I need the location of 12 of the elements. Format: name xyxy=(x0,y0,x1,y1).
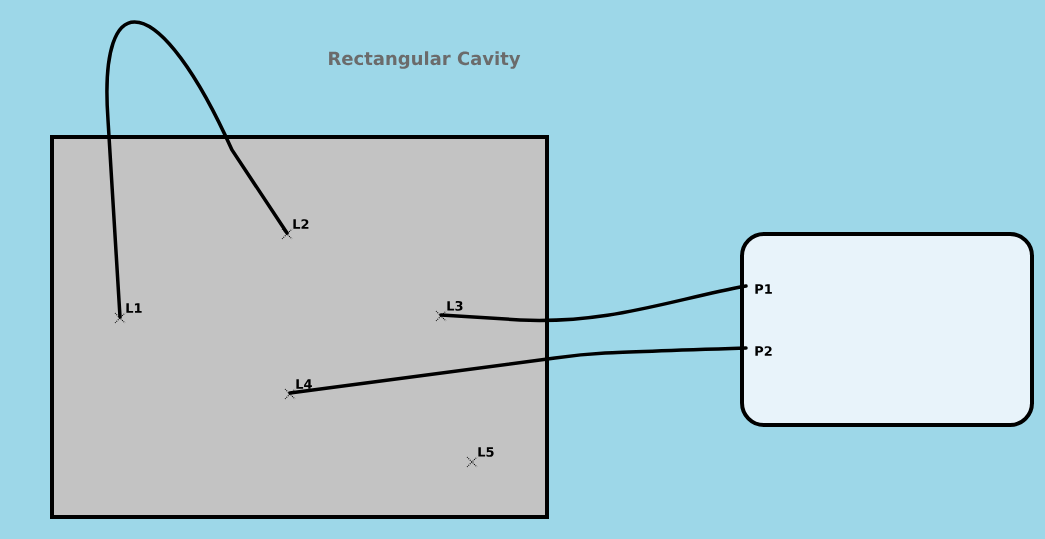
node-label: Rectangular Cavity xyxy=(329,51,521,69)
analyzer-box xyxy=(740,232,1034,427)
probe-label: L2 xyxy=(293,219,309,229)
port-label: P2 xyxy=(755,346,772,356)
cable xyxy=(439,284,748,323)
cable xyxy=(288,346,748,395)
probe-label: L1 xyxy=(126,303,142,313)
cable xyxy=(105,20,289,319)
port-label: P1 xyxy=(755,284,772,294)
probe-label: L3 xyxy=(447,300,463,311)
probe-label: L5 xyxy=(478,447,494,457)
probe-label: L4 xyxy=(296,379,312,389)
